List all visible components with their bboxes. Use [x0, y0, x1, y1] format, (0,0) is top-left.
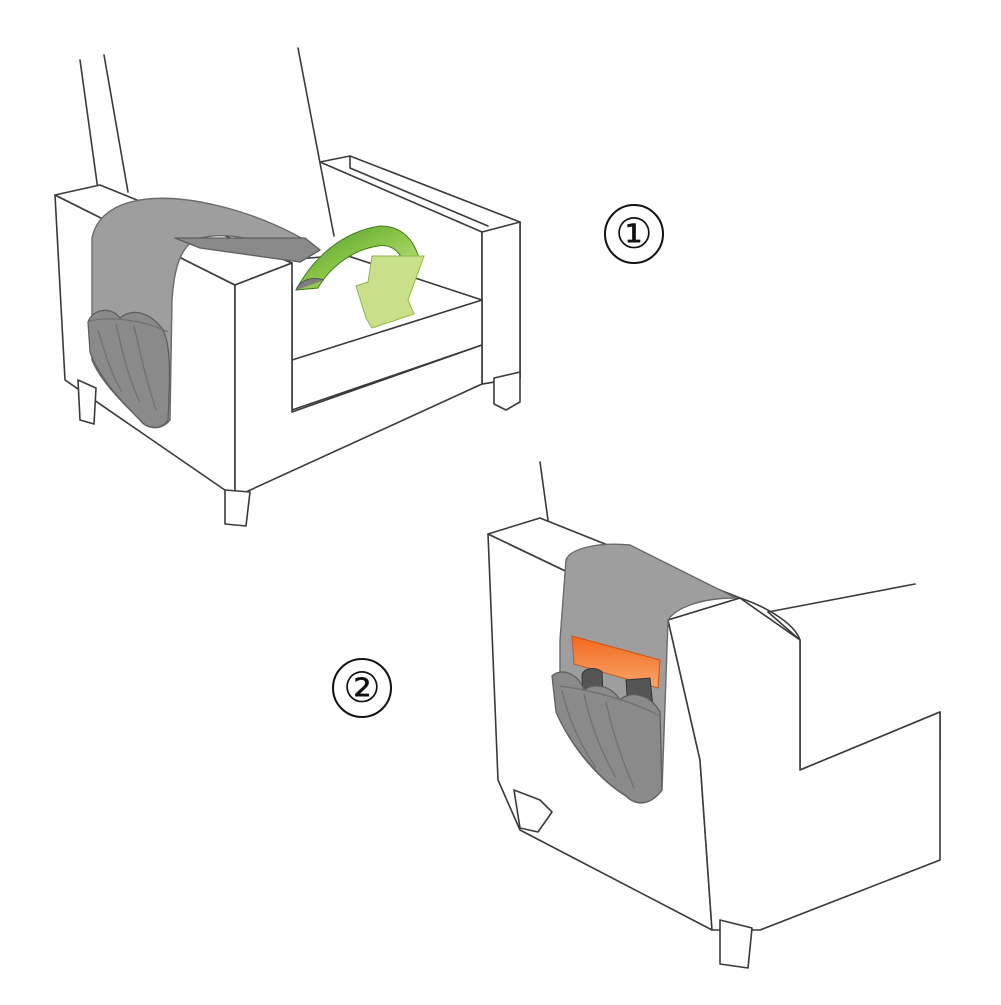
arrow-head	[355, 255, 425, 329]
step-2-label: ②	[332, 658, 392, 718]
armchair-step-2	[487, 461, 941, 969]
step-1-label: ①	[604, 204, 664, 264]
armchair-step-1	[54, 47, 521, 527]
